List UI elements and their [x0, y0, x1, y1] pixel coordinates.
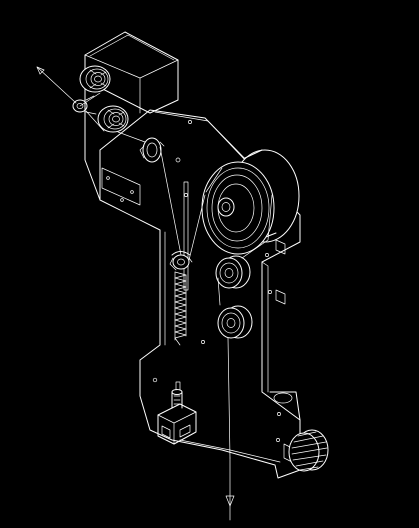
- top-block: [84, 31, 179, 206]
- upper-roller-pair: [72, 65, 129, 133]
- back-plate: [99, 109, 301, 479]
- bottom-thumbscrew: [157, 381, 197, 445]
- large-wheel: [201, 149, 300, 255]
- guide-rollers: [215, 255, 253, 339]
- thread-path: [36, 66, 281, 521]
- idler-roller: [139, 137, 165, 163]
- tension-spring: [169, 251, 193, 346]
- adjust-knob: [283, 429, 329, 472]
